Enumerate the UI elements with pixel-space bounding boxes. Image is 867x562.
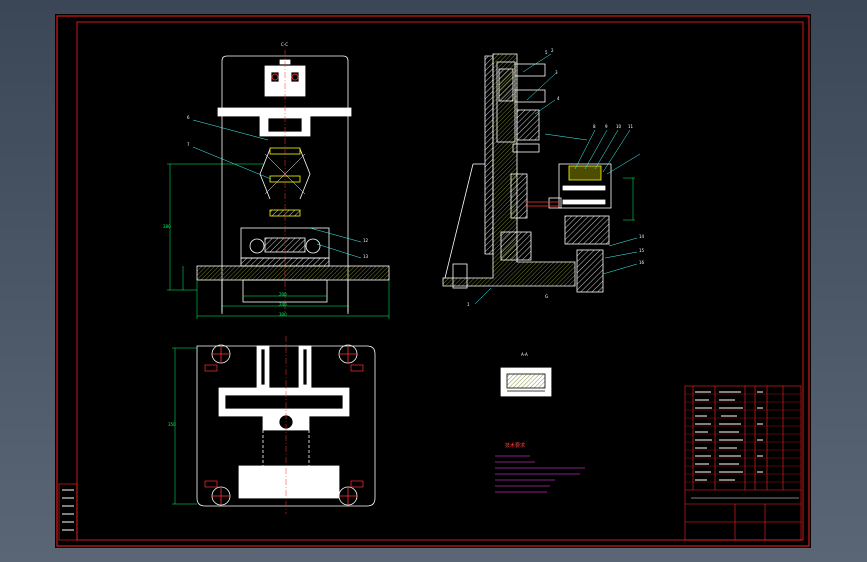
balloon-6: 6 xyxy=(187,115,190,120)
balloon-2: 2 xyxy=(551,48,554,53)
front-dimensions xyxy=(167,163,390,319)
balloon-10: 10 xyxy=(616,124,622,129)
plan-dimensions xyxy=(172,347,197,505)
side-leaders xyxy=(474,53,641,305)
title-block xyxy=(684,385,802,541)
balloon-8: 8 xyxy=(593,124,596,129)
side-dimensions xyxy=(623,177,635,221)
drawing-sheet: C-C A-A G 6 7 12 13 1 2 3 4 5 8 9 10 11 … xyxy=(55,14,811,548)
title-block-rows xyxy=(685,393,801,483)
dim-bottom-1: 200 xyxy=(279,292,287,297)
front-view xyxy=(196,55,390,314)
side-view-label: G xyxy=(545,294,549,299)
notes-title: 技术要求 xyxy=(505,443,526,449)
balloon-15: 15 xyxy=(639,248,645,253)
balloon-16: 16 xyxy=(639,260,645,265)
side-view xyxy=(442,53,612,293)
plan-pads-red xyxy=(204,364,364,488)
plan-view xyxy=(196,344,376,507)
balloon-13: 13 xyxy=(363,254,369,259)
notes-lines xyxy=(495,455,585,493)
dim-bottom-3: 300 xyxy=(279,312,287,317)
title-block-scribbles xyxy=(691,391,799,499)
balloon-1: 1 xyxy=(467,302,470,307)
front-view-title: C-C xyxy=(281,42,289,47)
balloon-4: 4 xyxy=(557,96,560,101)
cad-drawing xyxy=(56,15,810,547)
balloon-7: 7 xyxy=(187,142,190,147)
outer-frame xyxy=(56,15,810,547)
balloon-3: 3 xyxy=(555,70,558,75)
left-strip-block xyxy=(58,483,78,541)
inner-frame xyxy=(76,21,804,541)
front-leaders xyxy=(192,119,362,259)
left-strip-text xyxy=(62,489,74,531)
dim-plan-height: 350 xyxy=(168,422,176,427)
balloon-12: 12 xyxy=(363,238,369,243)
section-aa xyxy=(500,367,552,397)
balloon-9: 9 xyxy=(605,124,608,129)
balloon-5: 5 xyxy=(545,50,548,55)
section-view-title: A-A xyxy=(521,352,528,357)
dim-front-height: 280 xyxy=(163,224,171,229)
balloon-14: 14 xyxy=(639,234,645,239)
dim-bottom-2: 240 xyxy=(279,302,287,307)
balloon-11: 11 xyxy=(628,124,634,129)
